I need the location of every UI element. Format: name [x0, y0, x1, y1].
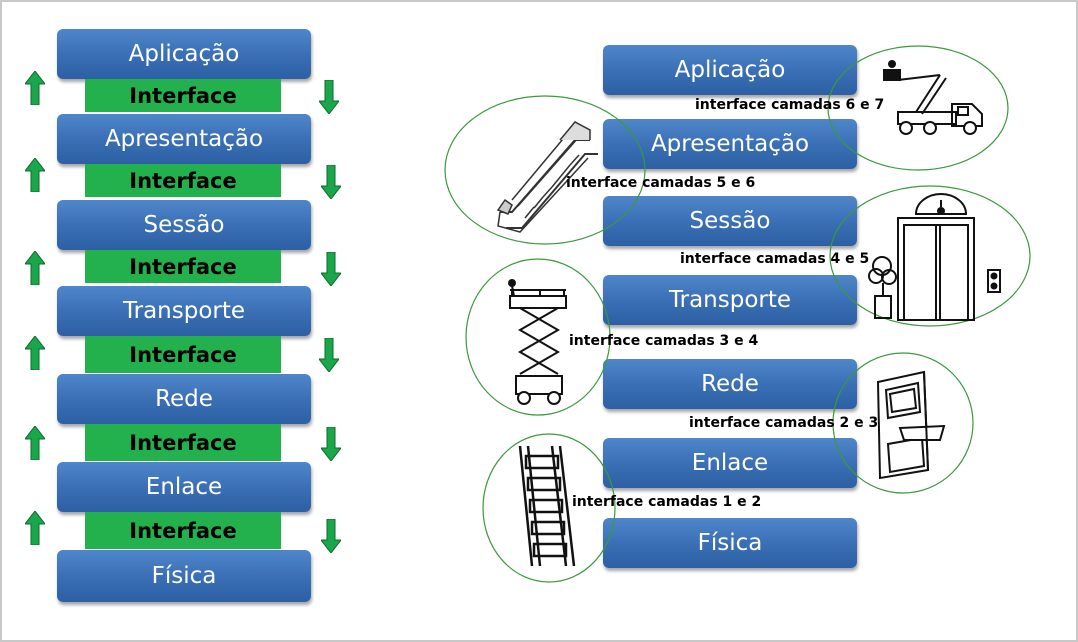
circle-outline: [829, 185, 1031, 327]
left-interface-4: Interface: [85, 336, 281, 373]
right-layer-rede: Rede: [603, 359, 857, 409]
left-interface-3: Interface: [85, 250, 281, 283]
circle-outline: [832, 352, 974, 494]
right-layer-apresentacao: Apresentação: [603, 119, 857, 169]
down-arrow-icon: [321, 252, 341, 286]
right-layer-transporte: Transporte: [603, 275, 857, 325]
left-interface-1: Interface: [85, 79, 281, 112]
up-arrow-icon: [25, 511, 45, 545]
down-arrow-icon: [319, 80, 339, 114]
left-interface-6: Interface: [85, 512, 281, 549]
scissor-lift-icon: [508, 279, 567, 405]
interface-label-6-7: interface camadas 6 e 7: [695, 97, 885, 113]
right-layer-sessao: Sessão: [603, 196, 857, 246]
down-arrow-icon: [321, 519, 341, 553]
up-arrow-icon: [25, 426, 45, 460]
left-layer-enlace: Enlace: [57, 462, 311, 512]
up-arrow-icon: [25, 158, 45, 192]
interface-label-1-2: interface camadas 1 e 2: [572, 494, 762, 510]
interface-label-4-5: interface camadas 4 e 5: [680, 251, 870, 267]
circle-outline: [482, 433, 616, 583]
circle-outline: [444, 95, 646, 245]
left-layer-transporte: Transporte: [57, 286, 311, 336]
down-arrow-icon: [321, 165, 341, 199]
left-layer-apresentacao: Apresentação: [57, 114, 311, 164]
ladder-icon: [518, 445, 576, 567]
left-layer-sessao: Sessão: [57, 200, 311, 250]
bucket-truck-icon: [883, 60, 983, 135]
left-layer-fisica: Física: [57, 550, 311, 602]
left-layer-rede: Rede: [57, 374, 311, 424]
down-arrow-icon: [321, 427, 341, 461]
left-interface-2: Interface: [85, 164, 281, 197]
door-icon: [876, 370, 946, 480]
elevator-icon: [868, 193, 1001, 321]
right-layer-fisica: Física: [603, 518, 857, 568]
down-arrow-icon: [319, 338, 339, 372]
circle-outline: [827, 45, 1009, 171]
left-interface-5: Interface: [85, 424, 281, 461]
escalator-icon: [496, 121, 598, 233]
interface-label-2-3: interface camadas 2 e 3: [689, 415, 879, 431]
right-layer-enlace: Enlace: [603, 438, 857, 488]
circle-outline: [465, 258, 611, 416]
right-layer-aplicacao: Aplicação: [603, 45, 857, 95]
up-arrow-icon: [25, 336, 45, 370]
up-arrow-icon: [25, 71, 45, 105]
up-arrow-icon: [25, 251, 45, 285]
left-layer-aplicacao: Aplicação: [57, 29, 311, 79]
interface-label-5-6: interface camadas 5 e 6: [566, 175, 756, 191]
interface-label-3-4: interface camadas 3 e 4: [569, 333, 759, 349]
